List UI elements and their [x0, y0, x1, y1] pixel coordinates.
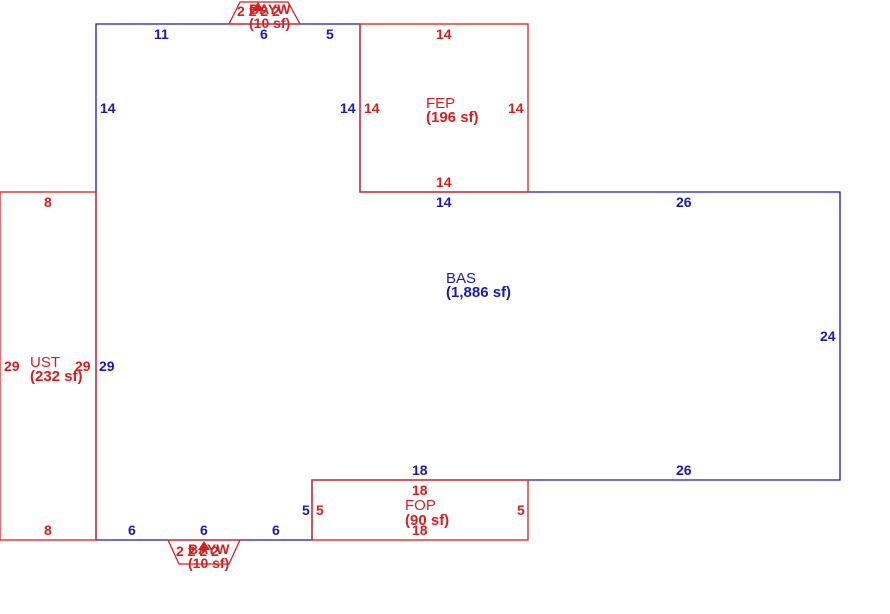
- bas-dim-bottom-step: 18: [412, 462, 428, 478]
- bayw-top-dims: 2 2 2 2: [237, 3, 280, 19]
- bas-dim-bottom-c: 6: [272, 522, 280, 538]
- bayw-bottom-outline: [166, 539, 242, 565]
- ust-dim-left: 29: [4, 358, 20, 374]
- fep-dim-left: 14: [364, 100, 380, 116]
- bas-area: (1,886 sf): [446, 284, 511, 301]
- bas-name: BAS: [446, 270, 476, 287]
- bas-dim-right-side: 24: [820, 328, 836, 344]
- ust-dim-top: 8: [44, 194, 52, 210]
- bas-dim-inner-left: 14: [340, 100, 356, 116]
- fep-dim-bottom: 14: [436, 174, 452, 190]
- ust-outline: [0, 191, 97, 541]
- fep-name: FEP: [426, 95, 455, 112]
- ust-dim-bottom: 8: [44, 522, 52, 538]
- fop-dim-right: 5: [517, 502, 525, 518]
- bas-dim-left-upper: 14: [100, 100, 116, 116]
- bas-dim-bottom-b: 6: [200, 522, 208, 538]
- fop-dim-left: 5: [316, 502, 324, 518]
- fop-name: FOP: [405, 497, 436, 514]
- fop-area: (90 sf): [405, 512, 449, 529]
- ust-dim-right: 29: [75, 358, 91, 374]
- fep-dim-top: 14: [436, 26, 452, 42]
- bas-dim-left-lower: 29: [99, 358, 115, 374]
- bas-dim-step-top: 14: [436, 194, 452, 210]
- fop-outline: [311, 479, 529, 541]
- bayw-bottom-area: (10 sf): [188, 555, 229, 571]
- bayw-bottom-arrow-icon: [198, 541, 210, 550]
- bayw-top-outline: [227, 1, 302, 25]
- bas-dim-top-mid: 6: [260, 26, 268, 42]
- ust-name: UST: [30, 354, 60, 371]
- bas-dim-right-top: 26: [676, 194, 692, 210]
- bayw-bottom-name: BAYW: [188, 541, 230, 557]
- bayw-top-area: (10 sf): [249, 15, 290, 31]
- bayw-bottom-dims: 2 2 2 2: [176, 543, 219, 559]
- bas-dim-bottom-a: 6: [128, 522, 136, 538]
- bas-dim-top-left: 11: [154, 26, 169, 42]
- bas-dim-bottom-right: 26: [676, 462, 692, 478]
- bayw-top-arrow-icon: [252, 2, 264, 11]
- bas-dim-step-side: 5: [302, 502, 310, 518]
- bas-dim-top-right: 5: [326, 26, 334, 42]
- fep-outline: [359, 23, 529, 193]
- ust-area: (232 sf): [30, 368, 83, 385]
- fep-area: (196 sf): [426, 109, 479, 126]
- fop-dim-bottom: 18: [412, 522, 428, 538]
- fop-dim-top: 18: [412, 482, 428, 498]
- fep-dim-right: 14: [508, 100, 524, 116]
- bayw-top-name: BAYW: [249, 1, 291, 17]
